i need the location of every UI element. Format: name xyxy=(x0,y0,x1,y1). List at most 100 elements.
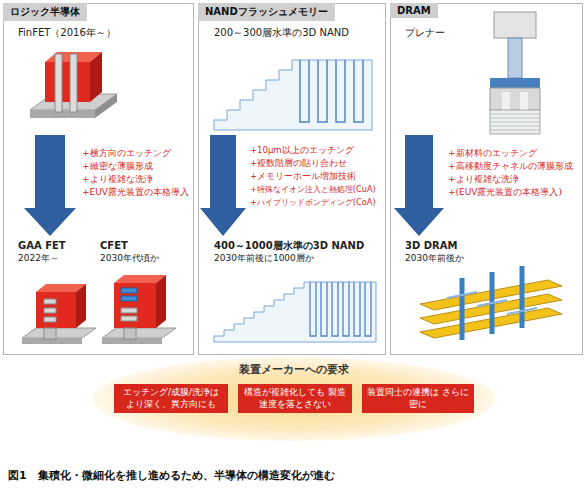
dram3d-figure xyxy=(460,278,465,340)
figure-label: GAA FET xyxy=(18,240,66,252)
figure-label: 2030年前後に1000層か xyxy=(214,253,314,263)
cfet-figure xyxy=(124,328,136,339)
nand-figure xyxy=(321,282,327,336)
nand-figure xyxy=(365,282,371,336)
requirement-text: 装置同士の連携は さらに密に xyxy=(367,387,469,409)
cfet-figure xyxy=(102,275,176,344)
dram-figure xyxy=(490,78,540,88)
figure-label: 2030年代頃か xyxy=(100,253,159,263)
requirements-heading: 装置メーカーへの要求 xyxy=(92,363,496,377)
column-heading: NANDフラッシュメモリー xyxy=(198,3,335,21)
requirement-box: 装置同士の連携は さらに密に xyxy=(362,384,474,413)
dram-figure xyxy=(490,88,540,110)
nand-figure xyxy=(214,282,376,342)
requirement-note: +ハイブリッドボンディング(CoA) xyxy=(250,198,376,207)
gaafet-figure xyxy=(44,317,56,322)
dram3d-figure xyxy=(447,292,477,298)
nand-figure xyxy=(354,282,360,336)
dram-figure xyxy=(490,114,540,130)
column-heading: ロジック半導体 xyxy=(3,3,87,21)
figure-label: 200～300層水準の3D NAND xyxy=(214,27,349,39)
gaafet-figure xyxy=(36,292,76,328)
requirement-note: +より複雑な洗浄 xyxy=(82,174,153,184)
nand-figure xyxy=(214,60,372,130)
figure-label: プレナー xyxy=(405,27,445,39)
nand-figure xyxy=(332,282,338,336)
figure-label: 400～1000層水準の3D NAND xyxy=(214,240,364,252)
dram-figure xyxy=(490,130,540,131)
nand-figure xyxy=(214,60,372,130)
nand-figure xyxy=(310,282,316,336)
dram-figure xyxy=(490,114,540,115)
requirement-box: エッチング/成膜/洗浄は より深く、異方向にも xyxy=(114,384,228,413)
ellipse-shape xyxy=(93,357,495,441)
nand-figure xyxy=(310,282,371,336)
gaafet-figure xyxy=(44,299,56,304)
down-arrow xyxy=(24,135,444,236)
nand-figure xyxy=(214,282,376,342)
gaafet-figure xyxy=(44,308,56,313)
finfet-figure xyxy=(30,52,117,118)
nand-figure xyxy=(343,282,349,336)
cfet-figure xyxy=(114,283,156,328)
requirement-note: +新材料のエッチング xyxy=(448,148,537,158)
figure-label: 3D DRAM xyxy=(405,240,457,252)
gaafet-figure xyxy=(44,328,56,339)
finfet-figure xyxy=(90,52,102,102)
requirement-note: +(EUV露光装置の本格導入) xyxy=(448,187,562,197)
finfet-figure xyxy=(55,54,62,112)
requirement-note: +メモリーホール増加技術 xyxy=(250,172,356,182)
down-arrow xyxy=(24,135,76,236)
requirement-note: +複数階層の貼り合わせ xyxy=(250,159,347,169)
requirement-text: 構造が複雑化しても 製造速度を落とさない xyxy=(244,387,346,409)
gaafet-figure xyxy=(22,284,96,344)
requirement-note: +特殊なイオン注入と熱処理(CuA) xyxy=(250,185,376,194)
cfet-figure xyxy=(102,328,176,338)
gaafet-figure xyxy=(22,328,96,338)
finfet-figure xyxy=(70,54,77,112)
dram-figure xyxy=(520,92,528,110)
nand-figure xyxy=(318,60,327,122)
requirement-note: +緻密な薄膜形成 xyxy=(82,161,153,171)
finfet-figure xyxy=(95,94,117,118)
nand-figure xyxy=(354,60,363,122)
cfet-figure xyxy=(156,275,166,328)
dram-figure xyxy=(490,110,540,134)
down-arrow xyxy=(394,135,444,236)
nand-figure xyxy=(336,60,345,122)
dram-figure xyxy=(490,12,540,134)
dram-figure xyxy=(490,118,540,119)
requirement-note: +高移動度チャネルの薄膜形成 xyxy=(448,161,573,171)
figure-label: FinFET（2016年～） xyxy=(18,27,116,39)
nand-figure xyxy=(300,60,309,122)
nand-figure xyxy=(300,60,363,122)
gaafet-figure xyxy=(76,284,86,328)
dram-figure xyxy=(502,92,510,110)
dram-figure xyxy=(508,38,522,78)
cfet-figure xyxy=(121,296,137,301)
requirement-box: 構造が複雑化しても 製造速度を落とさない xyxy=(238,384,352,413)
requirement-note: +より複雑な洗浄 xyxy=(448,174,519,184)
down-arrow xyxy=(200,135,246,236)
requirement-text: エッチング/成膜/洗浄は より深く、異方向にも xyxy=(123,387,219,409)
dram3d-figure xyxy=(520,266,525,328)
dram3d-figure xyxy=(507,308,537,314)
figure-caption: 図1 集積化・微細化を推し進めるため、半導体の構造変化が進む xyxy=(8,468,335,483)
finfet-figure xyxy=(45,62,90,102)
dram3d-figure xyxy=(420,266,562,340)
column-heading: DRAM xyxy=(390,3,438,18)
dram-figure xyxy=(490,122,540,123)
requirement-note: +EUV露光装置の本格導入 xyxy=(82,187,189,197)
cfet-figure xyxy=(121,288,137,293)
figure-label: CFET xyxy=(100,240,128,252)
requirement-note: +10μm以上のエッチング xyxy=(250,146,354,156)
figure-label: 2030年前後か xyxy=(405,253,464,263)
figure-label: 2022年～ xyxy=(18,253,59,263)
cfet-figure xyxy=(121,308,137,313)
dram-figure xyxy=(490,126,540,127)
dram3d-figure xyxy=(477,300,507,306)
cfet-figure xyxy=(121,316,137,321)
requirements-ellipse: 装置メーカーへの要求エッチング/成膜/洗浄は より深く、異方向にも 構造が複雑化し… xyxy=(92,356,496,442)
requirement-note: +横方向のエッチング xyxy=(82,148,171,158)
